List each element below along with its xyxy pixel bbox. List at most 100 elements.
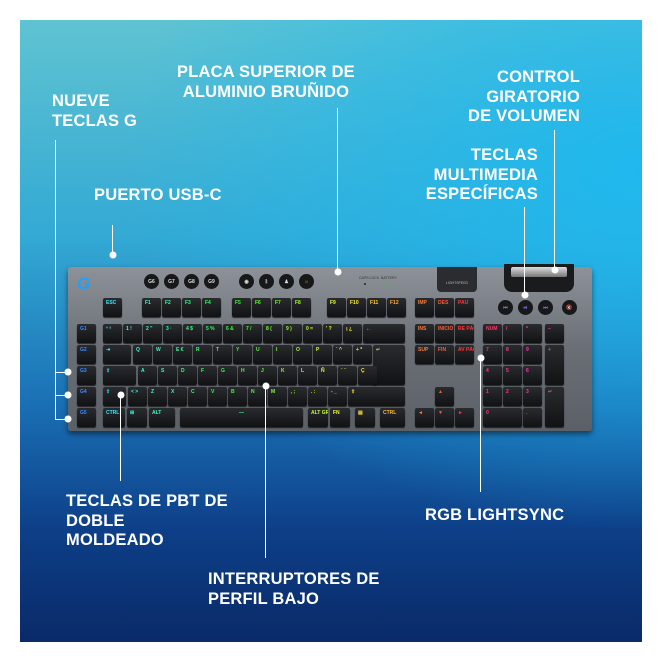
key[interactable]: A: [138, 366, 157, 385]
key[interactable]: +: [545, 345, 564, 385]
key[interactable]: F8: [292, 298, 311, 317]
key[interactable]: I: [273, 345, 292, 364]
key[interactable]: 1: [483, 387, 502, 406]
key[interactable]: Ñ: [318, 366, 337, 385]
key[interactable]: 3 ·: [163, 324, 182, 343]
key[interactable]: 0: [483, 408, 522, 427]
key[interactable]: ¡ ¿: [343, 324, 362, 343]
key[interactable]: 7 /: [243, 324, 262, 343]
key[interactable]: 1 !: [123, 324, 142, 343]
key[interactable]: 4 $: [183, 324, 202, 343]
key[interactable]: 8: [503, 345, 522, 364]
key[interactable]: 2: [503, 387, 522, 406]
g-key[interactable]: G9: [204, 274, 219, 289]
g-key[interactable]: G4: [77, 387, 96, 406]
key[interactable]: C: [188, 387, 207, 406]
key[interactable]: NUM: [483, 324, 502, 343]
key[interactable]: M: [268, 387, 287, 406]
key[interactable]: F6: [252, 298, 271, 317]
key[interactable]: ⇪: [103, 366, 136, 385]
key[interactable]: INICIO: [435, 324, 454, 343]
key[interactable]: L: [298, 366, 317, 385]
key[interactable]: ←: [363, 324, 405, 343]
key[interactable]: F11: [367, 298, 386, 317]
key[interactable]: F4: [202, 298, 221, 317]
key[interactable]: ALT GR: [308, 408, 328, 427]
key[interactable]: ▼: [435, 408, 454, 427]
key[interactable]: 6 &: [223, 324, 242, 343]
mute-icon[interactable]: 🔇: [562, 300, 577, 315]
key[interactable]: F9: [327, 298, 346, 317]
key[interactable]: F7: [272, 298, 291, 317]
key[interactable]: ALT: [149, 408, 175, 427]
key[interactable]: F12: [387, 298, 406, 317]
previous-track-icon[interactable]: ⏮: [498, 300, 513, 315]
key[interactable]: U: [253, 345, 272, 364]
game-mode-icon[interactable]: ♟: [279, 274, 294, 289]
volume-roller[interactable]: [504, 264, 574, 292]
key[interactable]: Q: [133, 345, 152, 364]
lightsync-icon[interactable]: ◉: [239, 274, 254, 289]
key[interactable]: *: [523, 324, 542, 343]
key[interactable]: D: [178, 366, 197, 385]
key[interactable]: S: [158, 366, 177, 385]
key[interactable]: , ;: [288, 387, 307, 406]
g-key[interactable]: G1: [77, 324, 96, 343]
key[interactable]: 2 ": [143, 324, 162, 343]
key[interactable]: ↵: [545, 387, 564, 427]
key[interactable]: < >: [128, 387, 147, 406]
g-key[interactable]: G5: [77, 408, 96, 427]
key[interactable]: F3: [182, 298, 201, 317]
key[interactable]: 5: [503, 366, 522, 385]
key[interactable]: AV PÁG: [455, 345, 474, 364]
key[interactable]: X: [168, 387, 187, 406]
key[interactable]: SUP: [415, 345, 434, 364]
key[interactable]: PAU: [455, 298, 474, 317]
key[interactable]: 9 ): [283, 324, 302, 343]
key[interactable]: DES: [435, 298, 454, 317]
key[interactable]: ►: [455, 408, 474, 427]
key[interactable]: V: [208, 387, 227, 406]
brightness-icon[interactable]: ☼: [299, 274, 314, 289]
key[interactable]: 8 (: [263, 324, 282, 343]
key[interactable]: —: [180, 408, 303, 427]
key[interactable]: 4: [483, 366, 502, 385]
roller-wheel[interactable]: [511, 267, 567, 277]
key[interactable]: CTRL: [380, 408, 405, 427]
key[interactable]: W: [153, 345, 172, 364]
key[interactable]: Z: [148, 387, 167, 406]
bluetooth-icon[interactable]: ᛒ: [259, 274, 274, 289]
key[interactable]: 7: [483, 345, 502, 364]
g-key[interactable]: G2: [77, 345, 96, 364]
key[interactable]: + *: [353, 345, 372, 364]
key[interactable]: −: [545, 324, 564, 343]
key[interactable]: G: [218, 366, 237, 385]
g-key[interactable]: G8: [184, 274, 199, 289]
key[interactable]: 6: [523, 366, 542, 385]
key[interactable]: 0 =: [303, 324, 322, 343]
key[interactable]: F2: [162, 298, 181, 317]
key[interactable]: J: [258, 366, 277, 385]
key[interactable]: Y: [233, 345, 252, 364]
key[interactable]: /: [503, 324, 522, 343]
key[interactable]: IMP: [415, 298, 434, 317]
key[interactable]: 9: [523, 345, 542, 364]
key[interactable]: ↵: [373, 345, 405, 385]
key[interactable]: ▤: [355, 408, 375, 427]
key[interactable]: ´ ¨: [338, 366, 357, 385]
key[interactable]: B: [228, 387, 247, 406]
key[interactable]: . :: [308, 387, 327, 406]
key[interactable]: RE PÁG: [455, 324, 474, 343]
key[interactable]: O: [293, 345, 312, 364]
key[interactable]: K: [278, 366, 297, 385]
key[interactable]: ⊞: [127, 408, 147, 427]
key[interactable]: H: [238, 366, 257, 385]
key[interactable]: ` ^: [333, 345, 352, 364]
key[interactable]: F: [198, 366, 217, 385]
next-track-icon[interactable]: ⏭: [538, 300, 553, 315]
key[interactable]: .: [523, 408, 542, 427]
key[interactable]: ESC: [103, 298, 122, 317]
key[interactable]: R: [193, 345, 212, 364]
key[interactable]: FN: [330, 408, 350, 427]
key[interactable]: CTRL: [103, 408, 125, 427]
